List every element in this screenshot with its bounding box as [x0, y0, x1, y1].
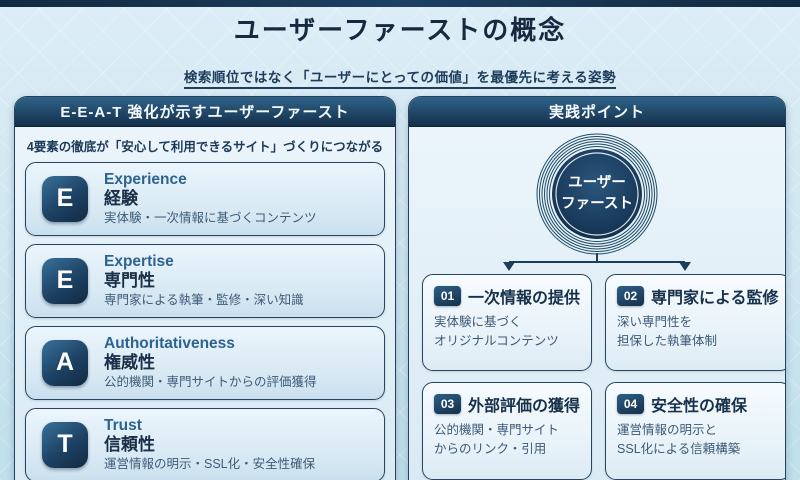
- eeat-card-description: 実体験・一次情報に基づくコンテンツ: [104, 211, 317, 226]
- eeat-card-trust: T Trust 信頼性 運営情報の明示・SSL化・安全性確保: [25, 407, 385, 480]
- page-subtitle: 検索順位ではなく「ユーザーにとっての価値」を最優先に考える姿勢: [183, 66, 617, 89]
- eeat-card-description: 運営情報の明示・SSL化・安全性確保: [104, 457, 316, 472]
- eeat-card-text: Experience 経験 実体験・一次情報に基づくコンテンツ: [104, 171, 317, 226]
- eeat-card-text: Expertise 専門性 専門家による執筆・監修・深い知識: [104, 253, 304, 308]
- point-title: 一次情報の提供: [468, 289, 581, 307]
- point-title: 外部評価の獲得: [468, 398, 581, 416]
- eeat-panel: E-E-A-T 強化が示すユーザーファースト 4要素の徹底が「安心して利用できる…: [14, 95, 396, 480]
- point-number-badge: 04: [617, 394, 645, 415]
- eeat-card-en-label: Experience: [104, 170, 187, 188]
- eeat-panel-header: E-E-A-T 強化が示すユーザーファースト: [15, 96, 395, 127]
- eeat-card-authoritativeness: A Authoritativeness 権威性 公的機関・専門サイトからの評価獲…: [25, 325, 385, 400]
- eeat-card-en-label: Authoritativeness: [104, 334, 235, 352]
- eeat-card-text: Authoritativeness 権威性 公的機関・専門サイトからの評価獲得: [104, 335, 317, 390]
- practice-panel: 実践ポイント: [408, 95, 786, 480]
- practice-panel-header: 実践ポイント: [409, 96, 785, 127]
- eeat-card-en-label: Trust: [104, 416, 142, 434]
- point-box-04: 04 安全性の確保 運営情報の明示と SSL化による信頼構築: [605, 382, 785, 480]
- eeat-card-en-label: Expertise: [104, 252, 174, 270]
- eeat-card-expertise: E Expertise 専門性 専門家による執筆・監修・深い知識: [25, 243, 385, 318]
- point-head: 01 一次情報の提供: [434, 284, 580, 308]
- eeat-card-text: Trust 信頼性 運営情報の明示・SSL化・安全性確保: [104, 417, 315, 472]
- eeat-letter-icon: T: [42, 421, 88, 468]
- point-head: 02 専門家による監修: [617, 284, 779, 308]
- user-first-circle: ユーザー ファースト: [536, 133, 658, 255]
- point-head: 04 安全性の確保: [617, 392, 779, 416]
- eeat-card-ja-label: 専門性: [104, 270, 155, 290]
- point-box-01: 01 一次情報の提供 実体験に基づく オリジナルコンテンツ: [422, 273, 593, 372]
- point-number-badge: 02: [617, 285, 645, 306]
- branch-connector-arrows: [503, 252, 691, 271]
- point-title: 安全性の確保: [651, 398, 748, 416]
- content-columns: E-E-A-T 強化が示すユーザーファースト 4要素の徹底が「安心して利用できる…: [0, 95, 800, 480]
- page-header: ユーザーファーストの概念 検索順位ではなく「ユーザーにとっての価値」を最優先に考…: [0, 0, 800, 89]
- eeat-letter-icon: E: [42, 175, 88, 222]
- point-box-03: 03 外部評価の獲得 公的機関・専門サイト からのリンク・引用: [422, 382, 593, 480]
- eeat-card-ja-label: 経験: [104, 188, 138, 208]
- user-first-label: ユーザー ファースト: [561, 174, 633, 212]
- practice-panel-body: ユーザー ファースト 01 一次情報の提供 実体験に基づく オリジナルコンテンツ: [409, 127, 785, 480]
- point-title: 専門家による監修: [651, 289, 779, 307]
- eeat-card-ja-label: 信頼性: [104, 434, 155, 454]
- point-head: 03 外部評価の獲得: [434, 392, 580, 416]
- eeat-card-experience: E Experience 経験 実体験・一次情報に基づくコンテンツ: [25, 161, 385, 236]
- eeat-note: 4要素の徹底が「安心して利用できるサイト」づくりにつながる: [26, 139, 384, 154]
- point-description: 実体験に基づく オリジナルコンテンツ: [434, 314, 559, 348]
- point-number-badge: 03: [434, 394, 461, 415]
- ripple-rings-icon: [536, 133, 658, 255]
- point-description: 運営情報の明示と SSL化による信頼構築: [617, 423, 741, 457]
- top-accent-bar: [0, 0, 800, 7]
- eeat-card-description: 専門家による執筆・監修・深い知識: [104, 293, 304, 308]
- eeat-panel-body: 4要素の徹底が「安心して利用できるサイト」づくりにつながる E Experien…: [15, 127, 395, 480]
- practice-points-grid: 01 一次情報の提供 実体験に基づく オリジナルコンテンツ 02 専門家による監…: [422, 273, 785, 480]
- point-box-02: 02 専門家による監修 深い専門性を 担保した執筆体制: [605, 273, 785, 372]
- page-title: ユーザーファーストの概念: [233, 15, 567, 45]
- eeat-card-description: 公的機関・専門サイトからの評価獲得: [104, 375, 317, 390]
- point-description: 深い専門性を 担保した執筆体制: [617, 314, 718, 348]
- point-description: 公的機関・専門サイト からのリンク・引用: [434, 423, 560, 457]
- point-number-badge: 01: [434, 285, 461, 306]
- eeat-card-ja-label: 権威性: [104, 352, 155, 372]
- eeat-letter-icon: E: [42, 257, 88, 304]
- eeat-letter-icon: A: [42, 339, 88, 386]
- eeat-card-list: E Experience 経験 実体験・一次情報に基づくコンテンツ E Expe…: [25, 161, 385, 480]
